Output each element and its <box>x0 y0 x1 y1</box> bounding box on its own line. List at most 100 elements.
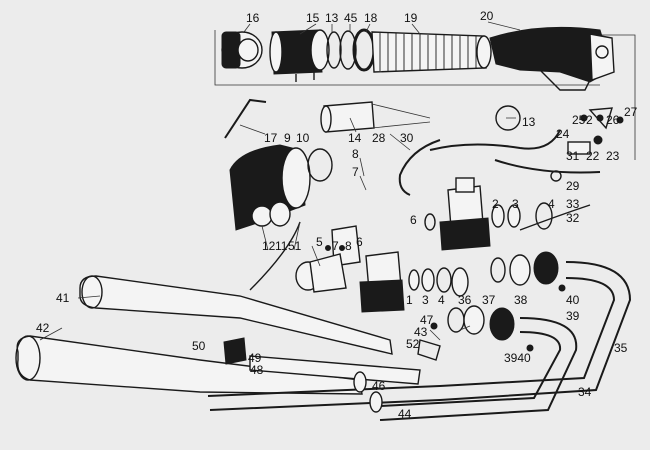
callout-46: 46 <box>372 379 386 393</box>
carb-right-float-bowl <box>439 217 491 251</box>
part-17-rod <box>224 98 267 139</box>
part-3-spacer-right <box>507 204 521 228</box>
callout-16: 16 <box>246 11 260 25</box>
part-12-spigot <box>251 205 273 227</box>
callout-20: 20 <box>480 9 494 23</box>
assembly-bracket-line <box>214 30 636 160</box>
part-44-crossover-pipe <box>249 355 421 385</box>
callout-3940: 3940 <box>504 351 531 365</box>
part-14-tube-end <box>320 105 332 133</box>
callout-25: 25 <box>572 113 586 127</box>
callout-42: 42 <box>36 321 50 335</box>
callout-49: 49 <box>248 351 262 365</box>
callout-26: 26 <box>606 113 620 127</box>
callout-8-left: 8 <box>345 239 352 253</box>
callout-35: 35 <box>614 341 628 355</box>
part-1-spacer-left <box>408 269 420 291</box>
part-41-muffler-end <box>81 275 103 309</box>
callout-36: 36 <box>458 293 472 307</box>
callout-27: 27 <box>624 105 638 119</box>
part-4-collar-left <box>451 267 469 297</box>
part-29-clip <box>550 170 562 182</box>
part-38-finned-nut-lower <box>489 307 515 341</box>
callout-17: 17 <box>264 131 278 145</box>
part-30-fuel-line <box>429 129 561 151</box>
part-51-hose <box>249 221 301 291</box>
part-13-o-ring <box>495 105 521 131</box>
callout-7-left: 7 <box>332 239 339 253</box>
part-27-screw <box>596 114 604 122</box>
part-18-band <box>352 28 376 72</box>
callout-22: 22 <box>586 149 600 163</box>
callout-5: 5 <box>316 235 323 249</box>
callout-9: 9 <box>284 131 291 145</box>
callout-48: 48 <box>250 363 264 377</box>
callout-7: 7 <box>352 165 359 179</box>
part-42-muffler-end <box>15 335 41 381</box>
callout-37: 37 <box>482 293 496 307</box>
part-35-pipe-outer <box>379 317 578 421</box>
callout-43: 43 <box>414 325 428 339</box>
callout-4-left: 4 <box>438 293 445 307</box>
part-29-fuel-line <box>494 159 601 174</box>
part-52-clamp <box>417 339 441 361</box>
callout-14: 14 <box>348 131 362 145</box>
callout-24: 24 <box>556 127 570 141</box>
callout-30: 30 <box>400 131 414 145</box>
part-8-screw <box>339 245 345 251</box>
part-45-ring <box>339 30 357 70</box>
callout-15: 15 <box>306 11 320 25</box>
part-50-mounting-bracket <box>223 337 247 365</box>
callout-13-ring: 13 <box>522 115 536 129</box>
callout-41: 41 <box>56 291 70 305</box>
callout-29: 29 <box>566 179 580 193</box>
part-46-sleeve-2 <box>369 391 383 413</box>
callout-40: 40 <box>566 293 580 307</box>
part-16-cap-face <box>237 38 259 62</box>
part-38-finned-nut-upper <box>533 251 559 285</box>
callout-44: 44 <box>398 407 412 421</box>
part-28-fuel-line <box>398 139 441 196</box>
callout-51: 51 <box>288 239 302 253</box>
part-19-filter-element <box>371 31 492 73</box>
part-5-elbow-body <box>309 253 347 293</box>
callout-23: 23 <box>606 149 620 163</box>
exhaust-clamps <box>447 251 566 352</box>
intake-parts <box>224 98 521 139</box>
part-9-air-box-mouth <box>281 147 311 209</box>
carburetor-right <box>424 177 553 251</box>
part-47-bolt <box>430 322 438 330</box>
callout-52: 52 <box>406 337 420 351</box>
callout-3: 3 <box>512 197 519 211</box>
callout-11: 11 <box>275 239 288 253</box>
callout-33: 33 <box>566 197 580 211</box>
part-6-ring-right <box>424 213 436 231</box>
callout-47: 47 <box>420 313 434 327</box>
exhaust-pipes <box>207 261 632 421</box>
callout-4: 4 <box>548 197 555 211</box>
callout-13: 13 <box>325 11 339 25</box>
callout-31: 31 <box>566 149 580 163</box>
part-36-ring-upper <box>490 257 506 283</box>
part-35-pipe-inner <box>379 331 562 407</box>
part-11-spigot <box>269 201 291 227</box>
left-air-box <box>229 144 333 291</box>
part-13-ring <box>326 31 342 69</box>
fuel-tap-group <box>550 107 624 182</box>
part-3-spacer-left <box>421 268 435 292</box>
part-14-cables <box>371 103 431 129</box>
carburetor-left <box>295 225 469 313</box>
callout-34: 34 <box>578 385 592 399</box>
part-42-muffler-lower <box>16 335 363 395</box>
callout-32: 32 <box>566 211 580 225</box>
callout-18: 18 <box>364 11 378 25</box>
callout-2: 2 <box>492 197 499 211</box>
callout-labels: 16 15 13 45 18 19 20 13 14 28 30 17 9 10… <box>36 9 638 421</box>
carb-left-float-bowl <box>359 279 405 313</box>
callout-19: 19 <box>404 11 418 25</box>
fuel-lines <box>398 129 601 231</box>
callout-28: 28 <box>372 131 386 145</box>
part-37-collar-upper <box>509 254 531 286</box>
part-23-screw <box>616 116 624 124</box>
part-10-gasket <box>307 148 333 182</box>
